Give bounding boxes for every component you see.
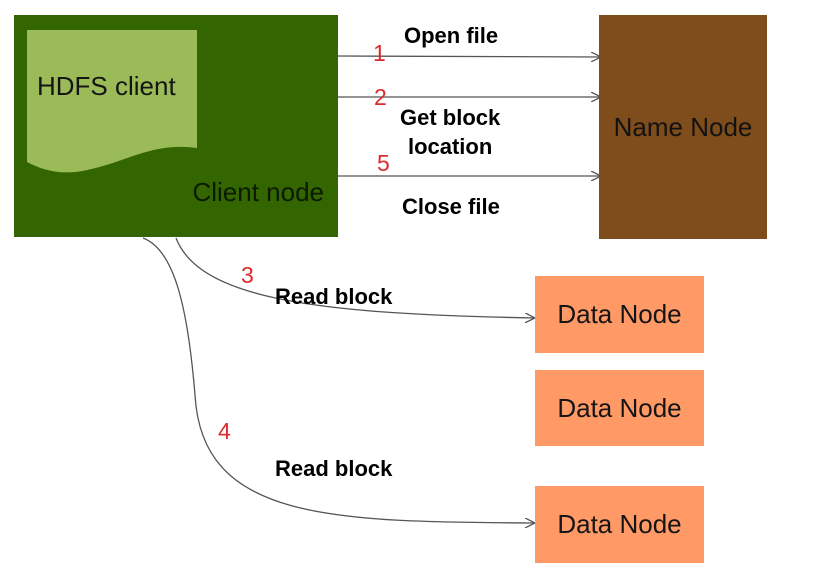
name-node: Name Node bbox=[599, 15, 767, 239]
arrow-read-block-4 bbox=[142, 237, 535, 523]
step-number-4: 4 bbox=[218, 418, 231, 444]
edge-label-open-file: Open file bbox=[404, 23, 499, 48]
edge-label-get-block-location: Get block location bbox=[400, 105, 501, 159]
step-number-5: 5 bbox=[377, 150, 390, 176]
step-number-1: 1 bbox=[373, 40, 386, 66]
edge-label-read-block-4: Read block bbox=[275, 456, 393, 481]
client-node: HDFS client Client node bbox=[14, 15, 338, 237]
data-node-label: Data Node bbox=[557, 392, 682, 423]
step-number-2: 2 bbox=[374, 84, 387, 110]
arrow-read-block-3 bbox=[175, 237, 535, 318]
edge-label-read-block-3: Read block bbox=[275, 284, 393, 309]
data-node-label: Data Node bbox=[557, 509, 682, 539]
client-node-label: Client node bbox=[192, 177, 324, 207]
document-shape-icon bbox=[27, 30, 197, 173]
step-number-3: 3 bbox=[241, 262, 254, 288]
arrow-open-file bbox=[337, 56, 601, 57]
name-node-label: Name Node bbox=[613, 111, 753, 142]
hdfs-client-label: HDFS client bbox=[37, 71, 176, 101]
data-node-2: Data Node bbox=[535, 370, 704, 446]
edge-label-close-file: Close file bbox=[402, 194, 500, 219]
data-node-label: Data Node bbox=[557, 299, 682, 329]
data-node-3: Data Node bbox=[535, 486, 704, 563]
data-node-1: Data Node bbox=[535, 276, 704, 353]
